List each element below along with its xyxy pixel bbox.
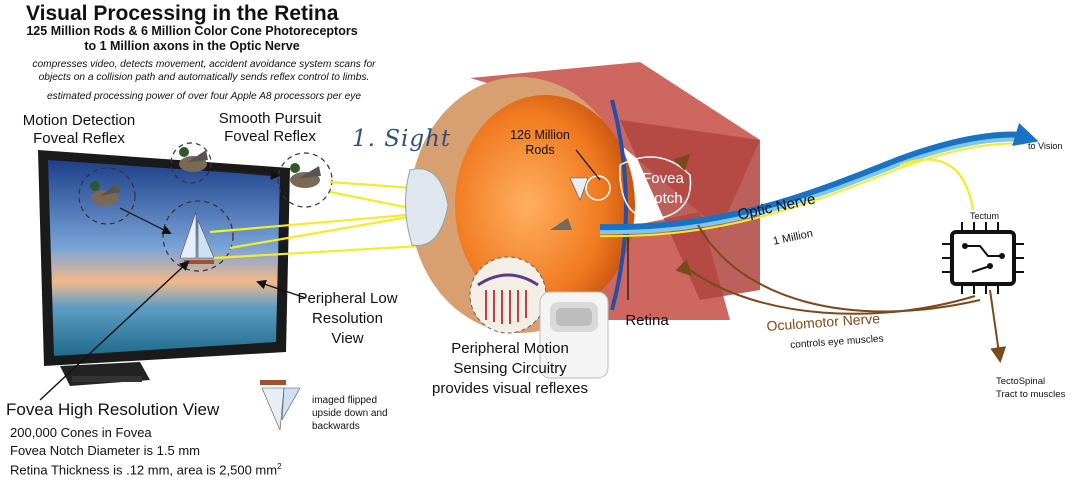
motion-detection-label-1: Motion Detection: [22, 112, 136, 129]
subtitle-line-1: 125 Million Rods & 6 Million Color Cone …: [26, 24, 358, 38]
eyeball-icon: [404, 77, 635, 333]
peripheral-low-label-2: Resolution: [312, 310, 383, 327]
subtitle-line-2: to 1 Million axons in the Optic Nerve: [84, 39, 300, 53]
tectospinal-label-2: Tract to muscles: [996, 389, 1066, 400]
duck-icon: [90, 181, 120, 206]
description-line-1: compresses video, detects movement, acci…: [32, 59, 376, 70]
rods-label-1: 126 Million: [510, 128, 570, 142]
retina-thickness-label: Retina Thickness is .12 mm, area is 2,50…: [10, 462, 282, 477]
peripheral-motion-label-1: Peripheral Motion: [451, 340, 569, 357]
page-title: Visual Processing in the Retina: [26, 2, 339, 25]
to-vision-label: to Vision: [1028, 141, 1063, 151]
monitor-icon: [38, 150, 290, 386]
imaged-flipped-label-1: imaged flipped: [312, 395, 378, 406]
peripheral-arrow: [256, 279, 307, 299]
peripheral-motion-label-3: provides visual reflexes: [432, 380, 588, 397]
retina-thickness-text: Retina Thickness is .12 mm, area is 2,50…: [10, 462, 278, 478]
superscript-two: 2: [277, 462, 282, 471]
sailboat-icon: [179, 211, 215, 264]
peripheral-motion-label-2: Sensing Circuitry: [453, 360, 567, 377]
focus-circles: [78, 142, 333, 272]
optic-nerve: [599, 122, 1039, 238]
motion-detection-label-2: Foveal Reflex: [33, 130, 125, 147]
tectum-label: Tectum: [970, 211, 1000, 221]
motion-sensor-icon: [539, 291, 609, 379]
processing-power-note: estimated processing power of over four …: [46, 91, 362, 102]
fovea-arrow: [39, 260, 190, 401]
retina-circuit-icon: [469, 256, 547, 334]
retina-label: Retina: [625, 312, 669, 329]
imaged-flipped-label-3: backwards: [312, 421, 360, 432]
oculomotor-nerve: [673, 153, 1007, 364]
description-line-2: objects on a collision path and automati…: [38, 72, 370, 83]
inverted-sailboat-icon: [260, 380, 301, 431]
sight-label: 1. Sight: [352, 126, 452, 152]
fovea-notch-label-2: Notch: [643, 190, 683, 207]
rods-pointer: [575, 149, 601, 181]
cones-count-label: 200,000 Cones in Fovea: [10, 425, 152, 440]
chip-icon: [942, 222, 1024, 294]
duck-icon: [290, 163, 321, 188]
fovea-view-label: Fovea High Resolution View: [6, 400, 220, 419]
rods-label-2: Rods: [525, 143, 555, 157]
peripheral-low-label-1: Peripheral Low: [297, 290, 398, 307]
pursuit-arrow: [207, 169, 280, 180]
notch-diameter-label: Fovea Notch Diameter is 1.5 mm: [10, 443, 201, 458]
duck-icon: [179, 147, 208, 172]
fovea-notch-label-1: Fovea: [642, 170, 684, 187]
tectospinal-label-1: TectoSpinal: [996, 376, 1046, 387]
peripheral-low-label-3: View: [331, 330, 364, 347]
motion-arrow: [119, 207, 172, 234]
imaged-flipped-label-2: upside down and: [312, 408, 388, 419]
smooth-pursuit-label-2: Foveal Reflex: [224, 128, 316, 145]
fovea-outline: [619, 156, 692, 221]
smooth-pursuit-label-1: Smooth Pursuit: [218, 110, 322, 127]
